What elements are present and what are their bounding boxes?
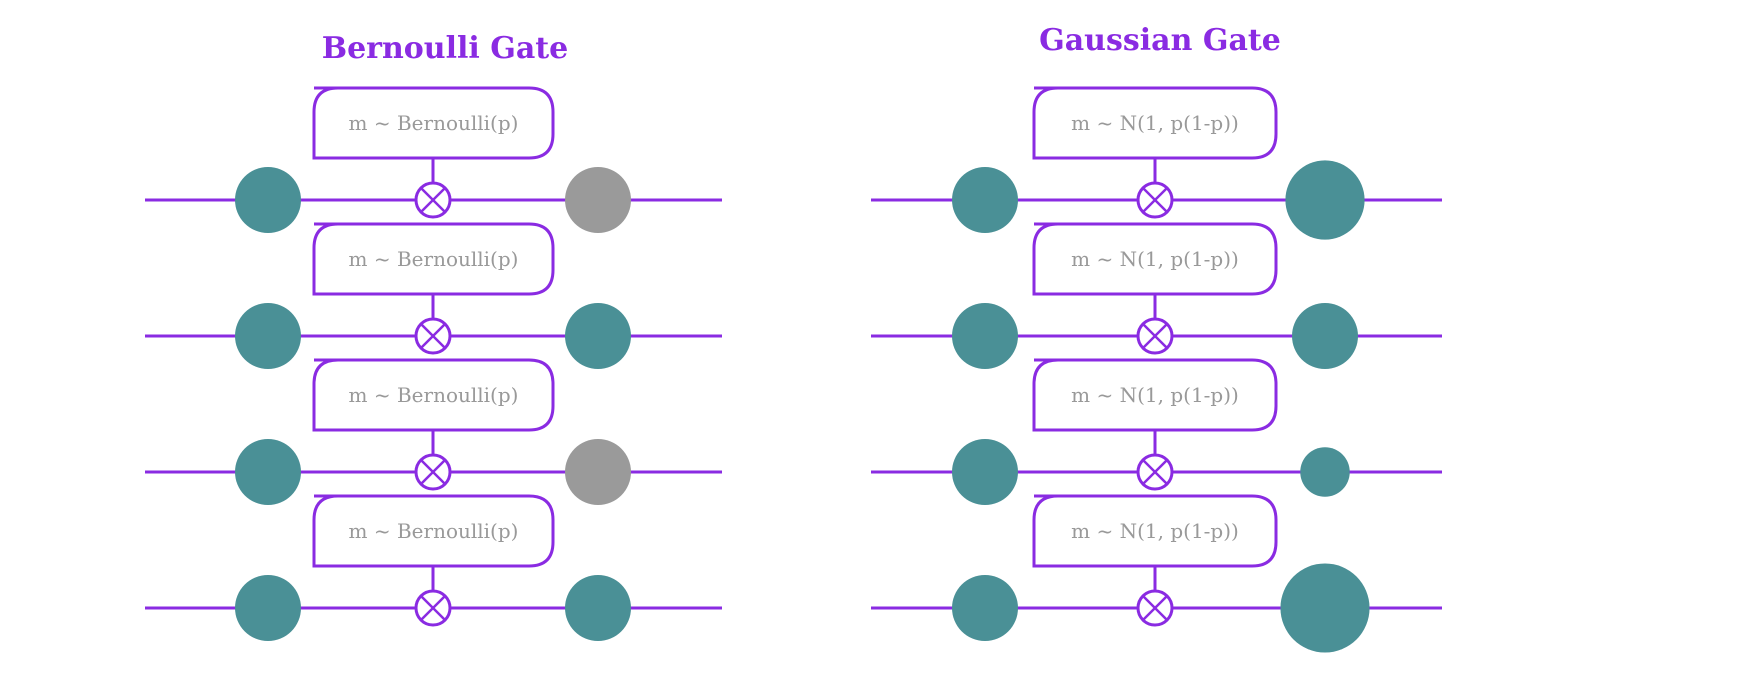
- gaussian-input-node: [952, 439, 1018, 505]
- bernoulli-mask-formula: m ~ Bernoulli(p): [349, 383, 519, 407]
- gaussian-input-node: [952, 575, 1018, 641]
- gaussian-row: m ~ N(1, p(1-p)): [871, 222, 1442, 369]
- bernoulli-mask-box: [312, 358, 555, 432]
- bernoulli-output-node: [565, 439, 631, 505]
- bernoulli-gate-title: Bernoulli Gate: [322, 31, 569, 66]
- gaussian-mask-formula: m ~ N(1, p(1-p)): [1071, 111, 1239, 135]
- gaussian-input-node: [952, 303, 1018, 369]
- multiply-icon: [414, 453, 452, 491]
- gaussian-mask-box: [1032, 358, 1278, 432]
- gaussian-gate-rows: m ~ N(1, p(1-p)) m ~ N(1, p(1-p)) m ~ N(1,…: [871, 86, 1442, 653]
- bernoulli-mask-formula: m ~ Bernoulli(p): [349, 111, 519, 135]
- multiply-icon: [414, 181, 452, 219]
- gaussian-mask-box: [1032, 86, 1278, 160]
- bernoulli-mask-formula: m ~ Bernoulli(p): [349, 247, 519, 271]
- bernoulli-row: m ~ Bernoulli(p): [145, 222, 722, 369]
- bernoulli-mask-box: [312, 86, 555, 160]
- bernoulli-mask-box: [312, 494, 555, 568]
- gaussian-input-node: [952, 167, 1018, 233]
- gaussian-mask-box: [1032, 222, 1278, 296]
- multiply-icon: [414, 317, 452, 355]
- gaussian-output-node: [1292, 303, 1358, 369]
- gaussian-output-node: [1285, 160, 1365, 240]
- gaussian-output-node: [1280, 563, 1370, 653]
- bernoulli-output-node: [565, 303, 631, 369]
- bernoulli-row: m ~ Bernoulli(p): [145, 494, 722, 641]
- multiply-icon: [1136, 317, 1174, 355]
- gaussian-output-node: [1300, 447, 1350, 497]
- bernoulli-mask-formula: m ~ Bernoulli(p): [349, 519, 519, 543]
- gaussian-mask-formula: m ~ N(1, p(1-p)): [1071, 383, 1239, 407]
- gaussian-row: m ~ N(1, p(1-p)): [871, 494, 1442, 653]
- bernoulli-mask-box: [312, 222, 555, 296]
- gaussian-row: m ~ N(1, p(1-p)): [871, 358, 1442, 505]
- bernoulli-row: m ~ Bernoulli(p): [145, 358, 722, 505]
- gaussian-mask-formula: m ~ N(1, p(1-p)): [1071, 247, 1239, 271]
- bernoulli-input-node: [235, 439, 301, 505]
- bernoulli-input-node: [235, 303, 301, 369]
- bernoulli-input-node: [235, 167, 301, 233]
- gaussian-gate-title: Gaussian Gate: [1039, 23, 1281, 58]
- gaussian-mask-box: [1032, 494, 1278, 568]
- bernoulli-output-node: [565, 575, 631, 641]
- bernoulli-output-node: [565, 167, 631, 233]
- multiply-icon: [414, 589, 452, 627]
- bernoulli-input-node: [235, 575, 301, 641]
- bernoulli-row: m ~ Bernoulli(p): [145, 86, 722, 233]
- multiply-icon: [1136, 181, 1174, 219]
- bernoulli-gate-rows: m ~ Bernoulli(p) m ~ Bernoulli(p) m ~ Bern…: [145, 86, 722, 641]
- gaussian-row: m ~ N(1, p(1-p)): [871, 86, 1442, 240]
- multiply-icon: [1136, 453, 1174, 491]
- multiply-icon: [1136, 589, 1174, 627]
- gaussian-mask-formula: m ~ N(1, p(1-p)): [1071, 519, 1239, 543]
